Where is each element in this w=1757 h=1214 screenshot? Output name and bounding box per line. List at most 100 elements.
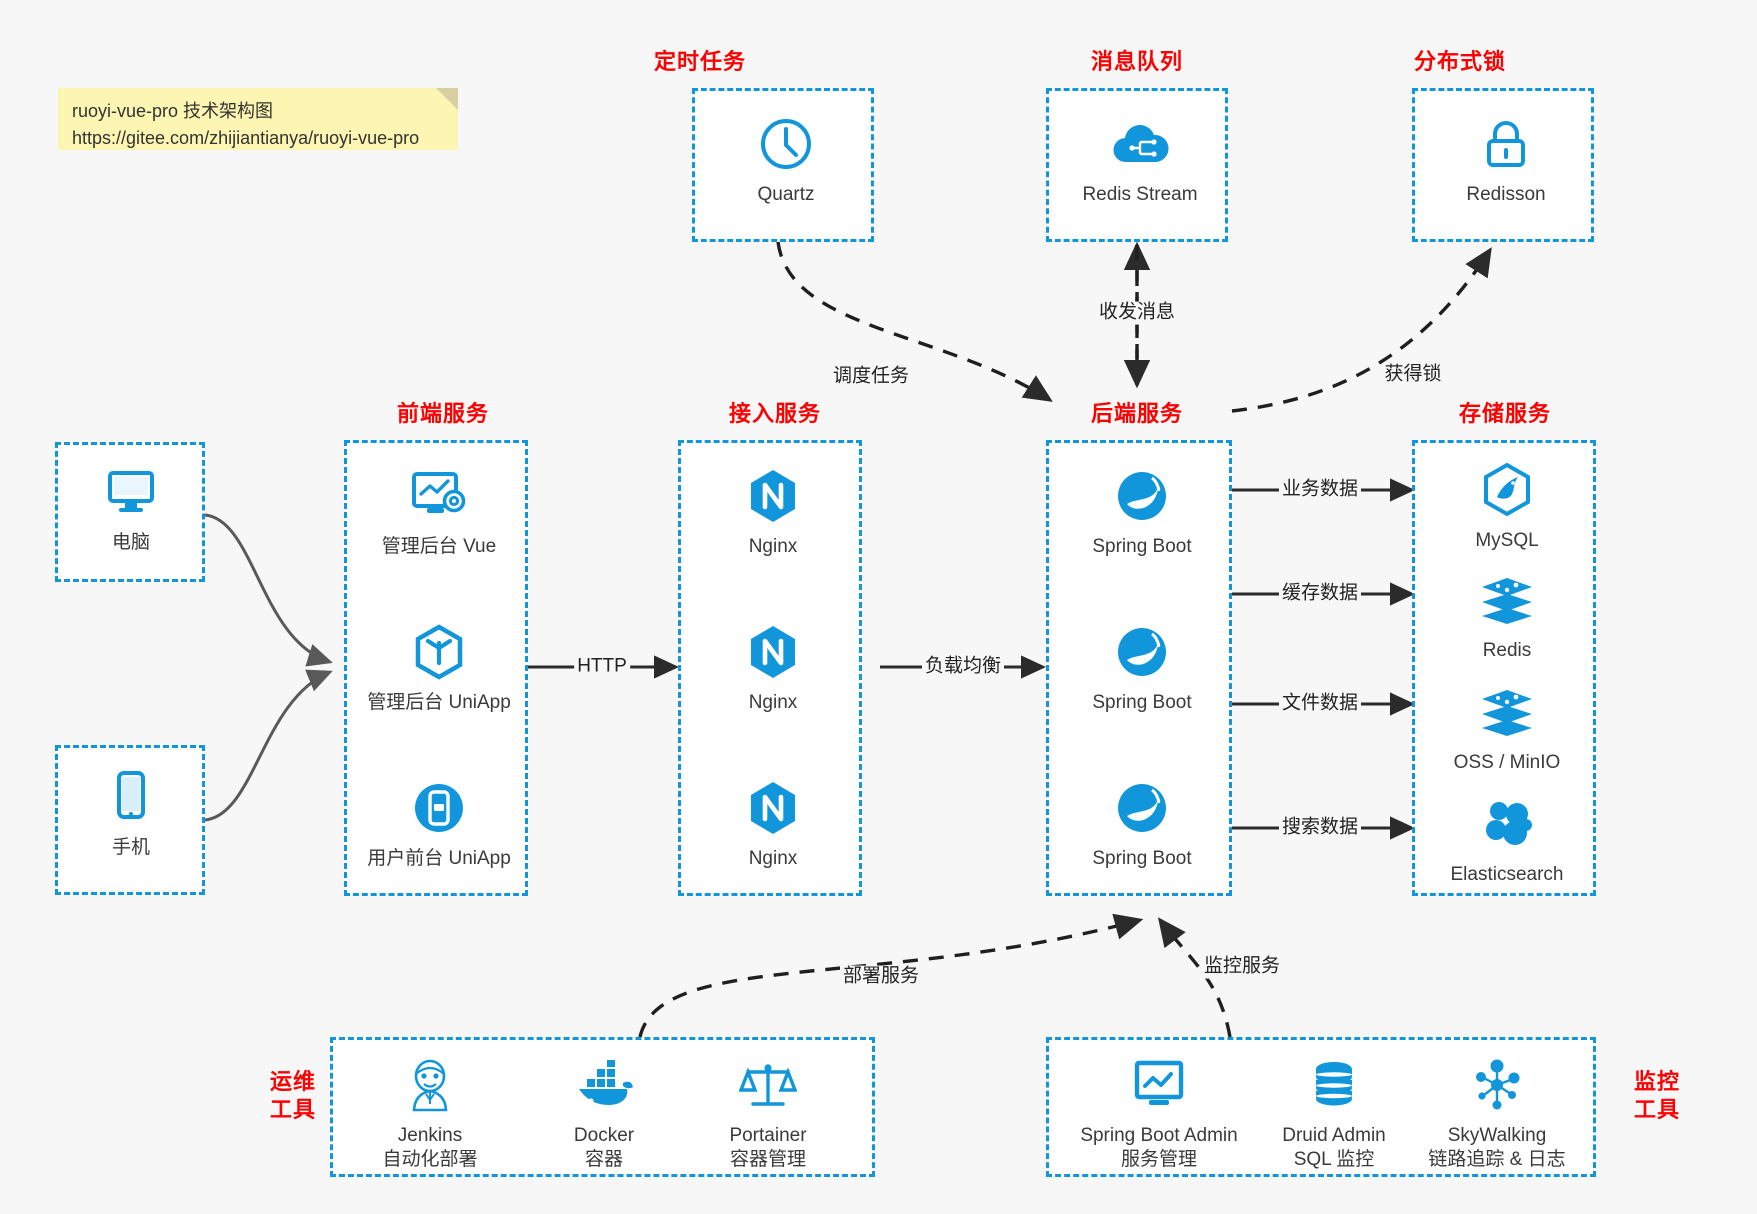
group-title-backend: 后端服务: [1090, 401, 1183, 426]
node-redisson[interactable]: Redisson: [1421, 113, 1591, 207]
node-sublabel: 自动化部署: [382, 1148, 478, 1170]
node-sublabel: 容器管理: [729, 1148, 806, 1170]
group-gateway: Nginx Nginx Nginx: [678, 440, 862, 896]
node-label: Nginx: [748, 536, 798, 557]
node-spring-boot-1[interactable]: Spring Boot: [1057, 465, 1227, 559]
node-user-uniapp[interactable]: 用户前台 UniApp: [354, 777, 524, 871]
node-label: Portainer: [729, 1125, 807, 1146]
node-label: 手机: [111, 837, 150, 858]
phone-icon: [111, 766, 151, 828]
lock-icon: [1481, 113, 1531, 175]
node-label: Druid Admin: [1282, 1125, 1386, 1146]
monitor-title-line-2: 工具: [1633, 1096, 1680, 1122]
edge-label-mq-message: 收发消息: [1095, 301, 1179, 325]
group-title-lock: 分布式锁: [1413, 49, 1506, 74]
nginx-icon: [746, 465, 800, 527]
node-desktop[interactable]: 电脑: [46, 461, 216, 555]
group-title-storage: 存储服务: [1458, 401, 1551, 426]
edge-label-deploy: 部署服务: [839, 965, 923, 989]
scales-icon: [739, 1054, 797, 1116]
node-label: OSS / MinIO: [1453, 752, 1561, 773]
edge-label-http: HTTP: [574, 655, 630, 679]
node-label: 电脑: [111, 532, 150, 553]
elasticsearch-icon: [1479, 793, 1535, 855]
node-label: 用户前台 UniApp: [367, 848, 511, 869]
group-title-scheduler: 定时任务: [653, 49, 746, 74]
group-monitor: Spring Boot Admin 服务管理: [1046, 1037, 1596, 1177]
node-nginx-3[interactable]: Nginx: [688, 777, 858, 871]
node-druid-admin[interactable]: Druid Admin SQL 监控: [1239, 1054, 1429, 1172]
node-nginx-1[interactable]: Nginx: [688, 465, 858, 559]
node-admin-vue[interactable]: 管理后台 Vue: [354, 465, 524, 559]
node-label: 管理后台 Vue: [381, 536, 497, 557]
note-line-1: ruoyi-vue-pro 技术架构图: [72, 101, 274, 121]
spring-icon: [1114, 621, 1170, 683]
node-label: Redis: [1482, 640, 1532, 661]
node-label: Elasticsearch: [1450, 864, 1564, 885]
spring-icon: [1114, 777, 1170, 839]
mysql-icon: [1480, 459, 1534, 521]
diagram-note: ruoyi-vue-pro 技术架构图 https://gitee.com/zh…: [58, 88, 458, 150]
edge-label-get-lock: 获得锁: [1381, 363, 1445, 387]
group-title-mq: 消息队列: [1090, 49, 1183, 74]
nginx-icon: [746, 777, 800, 839]
node-oss-minio[interactable]: OSS / MinIO: [1422, 681, 1592, 775]
node-label: SkyWalking: [1447, 1125, 1547, 1146]
group-title-gateway: 接入服务: [728, 401, 821, 426]
node-phone[interactable]: 手机: [46, 766, 216, 860]
jenkins-icon: [402, 1054, 458, 1116]
note-line-2: https://gitee.com/zhijiantianya/ruoyi-vu…: [72, 128, 420, 148]
group-scheduler: Quartz: [692, 88, 874, 242]
node-nginx-2[interactable]: Nginx: [688, 621, 858, 715]
group-client-desktop: 电脑: [55, 442, 205, 582]
node-admin-uniapp[interactable]: 管理后台 UniApp: [354, 621, 524, 715]
node-sublabel: 容器: [584, 1148, 623, 1170]
cloud-stream-icon: [1111, 113, 1169, 175]
node-docker[interactable]: Docker 容器: [519, 1054, 689, 1172]
redis-icon: [1478, 569, 1536, 631]
node-jenkins[interactable]: Jenkins 自动化部署: [345, 1054, 515, 1172]
cube-icon: [412, 621, 466, 683]
group-title-devops: 运维 工具: [258, 1068, 328, 1123]
group-title-monitor: 监控 工具: [1622, 1068, 1692, 1123]
node-quartz[interactable]: Quartz: [701, 113, 871, 207]
nginx-icon: [746, 621, 800, 683]
group-lock: Redisson: [1412, 88, 1594, 242]
node-label: Spring Boot Admin: [1080, 1125, 1238, 1146]
node-sublabel: SQL 监控: [1293, 1148, 1375, 1170]
group-devops: Jenkins 自动化部署 Docker 容器: [330, 1037, 875, 1177]
node-sublabel: 链路追踪 & 日志: [1428, 1148, 1566, 1170]
edge-label-cache-data: 缓存数据: [1278, 582, 1362, 606]
node-spring-boot-3[interactable]: Spring Boot: [1057, 777, 1227, 871]
note-fold-corner: [436, 88, 458, 110]
node-label: Nginx: [748, 848, 798, 869]
node-label: Spring Boot: [1092, 692, 1192, 713]
node-redis[interactable]: Redis: [1422, 569, 1592, 663]
monitor-title-line-1: 监控: [1633, 1069, 1680, 1094]
edge-label-file-data: 文件数据: [1278, 692, 1362, 716]
desktop-icon: [103, 461, 159, 523]
node-label: Jenkins: [397, 1125, 463, 1146]
node-elasticsearch[interactable]: Elasticsearch: [1422, 793, 1592, 887]
node-redis-stream[interactable]: Redis Stream: [1055, 113, 1225, 207]
group-mq: Redis Stream: [1046, 88, 1228, 242]
edge-label-schedule-task: 调度任务: [829, 365, 913, 389]
node-spring-boot-admin[interactable]: Spring Boot Admin 服务管理: [1059, 1054, 1259, 1172]
monitor-chart-icon: [1131, 1054, 1187, 1116]
skywalking-icon: [1468, 1054, 1526, 1116]
edge-label-search-data: 搜索数据: [1278, 816, 1362, 840]
devops-title-line-2: 工具: [269, 1096, 316, 1122]
group-storage: MySQL Redis OSS: [1412, 440, 1596, 896]
node-portainer[interactable]: Portainer 容器管理: [683, 1054, 853, 1172]
node-spring-boot-2[interactable]: Spring Boot: [1057, 621, 1227, 715]
node-label: Redisson: [1466, 184, 1546, 205]
node-label: Nginx: [748, 692, 798, 713]
node-label: Spring Boot: [1092, 848, 1192, 869]
redis-icon: [1478, 681, 1536, 743]
dashboard-gear-icon: [408, 465, 470, 527]
node-skywalking[interactable]: SkyWalking 链路追踪 & 日志: [1397, 1054, 1597, 1172]
node-sublabel: 服务管理: [1120, 1148, 1197, 1170]
edge-label-biz-data: 业务数据: [1278, 478, 1362, 502]
node-mysql[interactable]: MySQL: [1422, 459, 1592, 553]
